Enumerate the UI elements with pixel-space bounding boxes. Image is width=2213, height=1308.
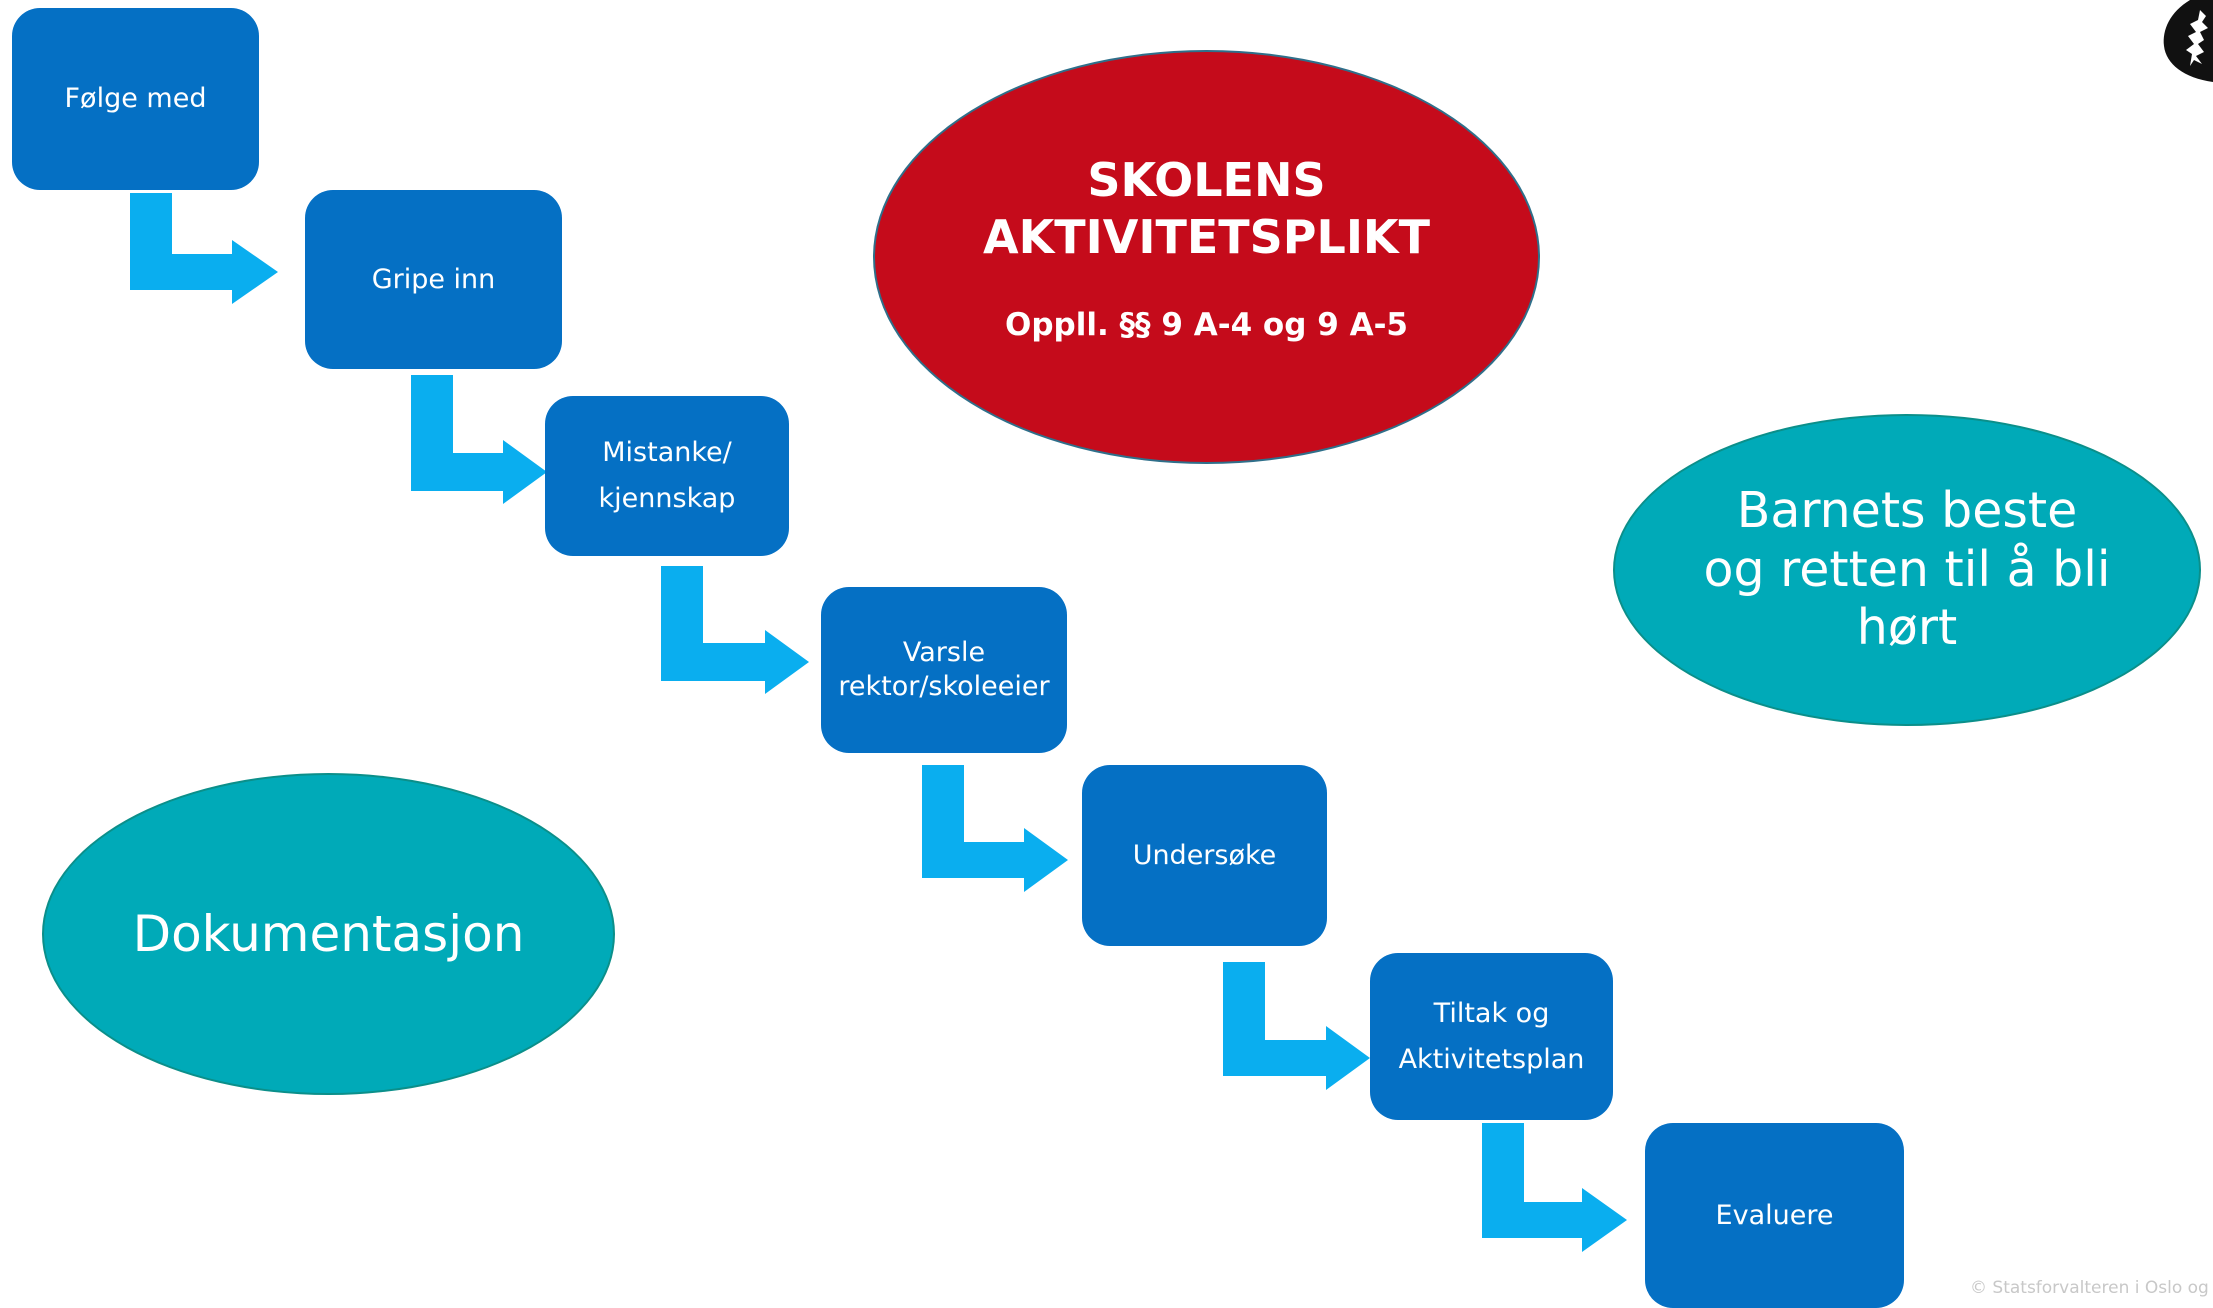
best-interest-line2: og retten til å bli <box>1703 540 2111 598</box>
step-label: Undersøke <box>1132 839 1277 871</box>
step-label: Gripe inn <box>371 263 496 295</box>
step-undersoke: Undersøke <box>1082 765 1327 946</box>
step-mistanke-kjennskap: Mistanke/ kjennskap <box>545 396 789 556</box>
arrow-1 <box>130 193 278 304</box>
arrow-2 <box>411 375 547 504</box>
step-gripe-inn: Gripe inn <box>305 190 562 369</box>
step-label: Evaluere <box>1715 1199 1834 1231</box>
step-label-line2: rektor/skoleeier <box>838 671 1050 702</box>
step-evaluere: Evaluere <box>1645 1123 1904 1308</box>
duty-subtitle: Oppll. §§ 9 A-4 og 9 A-5 <box>1005 306 1408 343</box>
documentation-ellipse: Dokumentasjon <box>42 773 615 1095</box>
step-tiltak-aktivitetsplan: Tiltak og Aktivitetsplan <box>1370 953 1613 1120</box>
arrow-4 <box>922 765 1068 892</box>
best-interest-line3: hørt <box>1856 599 1958 657</box>
duty-ellipse: SKOLENS AKTIVITETSPLIKT Oppll. §§ 9 A-4 … <box>873 50 1540 464</box>
duty-title-line1: SKOLENS <box>1087 152 1326 207</box>
documentation-label: Dokumentasjon <box>132 905 525 963</box>
arrow-6 <box>1482 1123 1627 1252</box>
arrow-3 <box>661 566 809 694</box>
arrow-5 <box>1223 962 1370 1090</box>
step-label-line1: Tiltak og <box>1433 997 1550 1029</box>
step-label-line2: kjennskap <box>598 483 736 514</box>
best-interest-ellipse: Barnets beste og retten til å bli hørt <box>1613 414 2201 726</box>
step-label: Følge med <box>64 83 207 115</box>
best-interest-line1: Barnets beste <box>1736 481 2078 539</box>
coat-of-arms-icon <box>2163 0 2213 82</box>
step-label-line2: Aktivitetsplan <box>1398 1043 1585 1075</box>
step-folge-med: Følge med <box>12 8 259 190</box>
step-label-line1: Varsle <box>902 637 986 669</box>
step-label-line1: Mistanke/ <box>602 437 732 469</box>
footer-copyright: © Statsforvalteren i Oslo og <box>1970 1278 2209 1298</box>
step-varsle: Varsle rektor/skoleeier <box>821 587 1067 753</box>
duty-title-line2: AKTIVITETSPLIKT <box>983 210 1430 264</box>
